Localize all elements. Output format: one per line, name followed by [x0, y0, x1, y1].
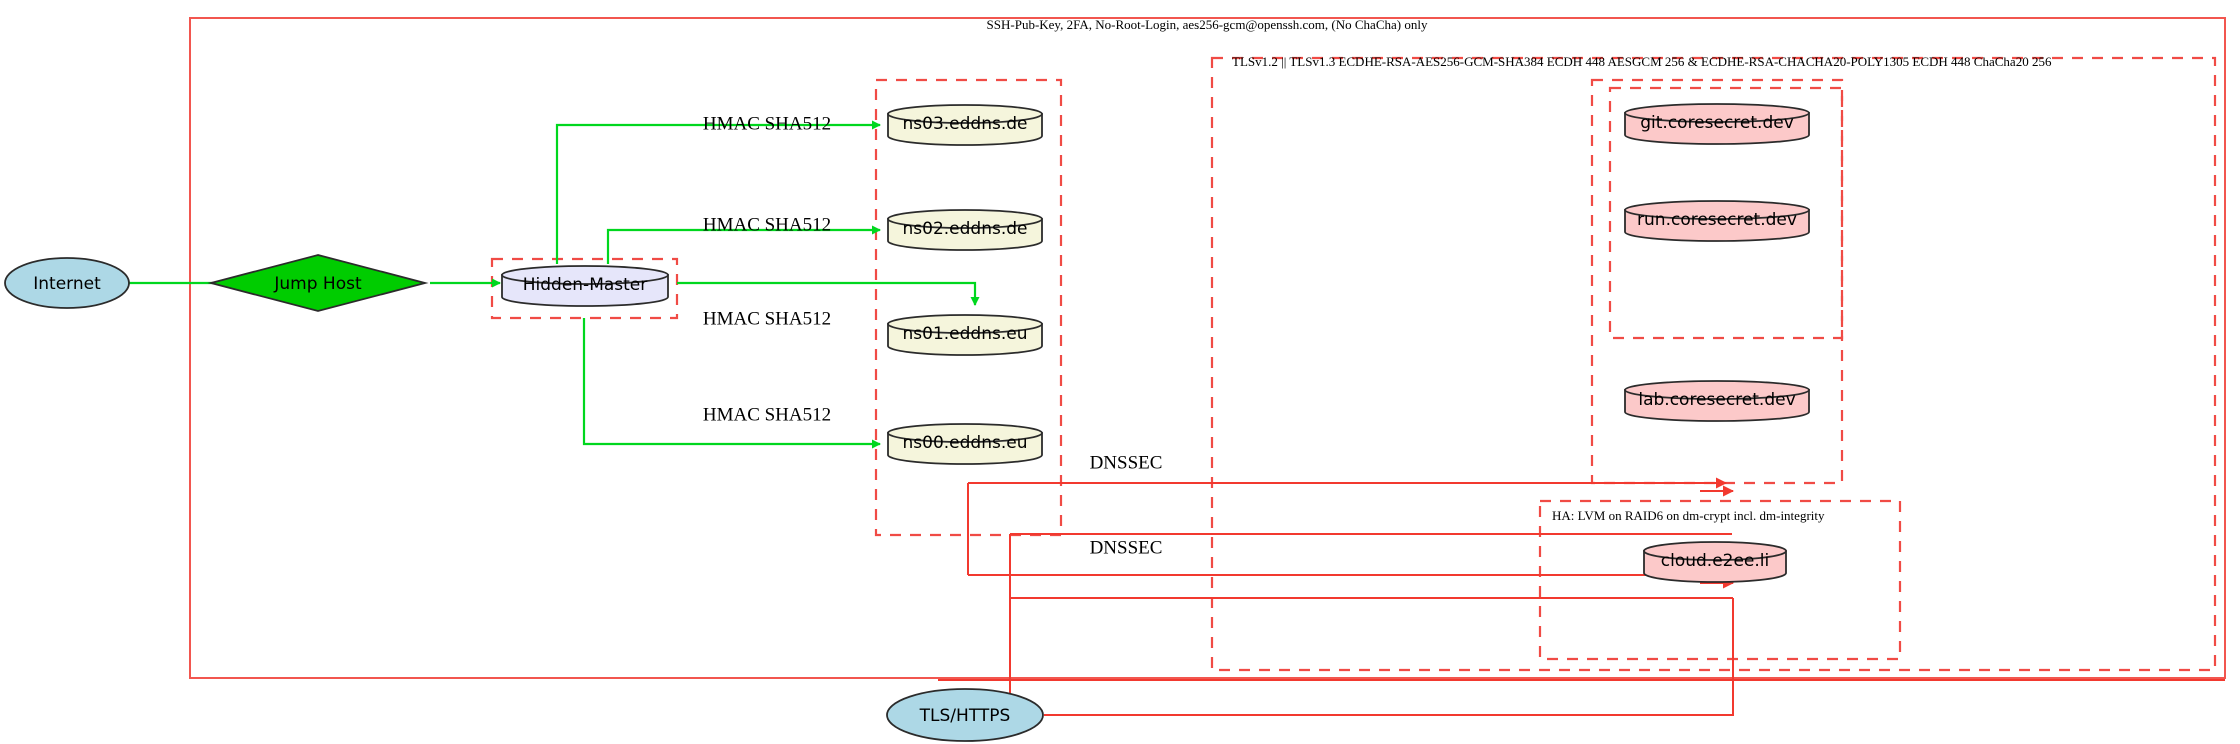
- node-hidden-master-label: Hidden-Master: [523, 275, 648, 295]
- edge-tls-node-right: [1044, 598, 1734, 716]
- cluster-coresecret: [1590, 78, 1844, 485]
- node-run-coresecret[interactable]: run.coresecret.dev: [1624, 200, 1810, 242]
- node-ns01-label: ns01.eddns.eu: [903, 324, 1028, 344]
- edge-master-ns03: [555, 120, 881, 264]
- cluster-ha-label: HA: LVM on RAID6 on dm-crypt incl. dm-in…: [1552, 508, 1825, 523]
- node-ns02[interactable]: ns02.eddns.de: [887, 209, 1043, 251]
- node-ns03-label: ns03.eddns.de: [903, 114, 1028, 134]
- node-run-label: run.coresecret.dev: [1637, 210, 1797, 230]
- edge-master-ns02: [606, 225, 881, 264]
- node-ns01[interactable]: ns01.eddns.eu: [887, 314, 1043, 356]
- node-ns03[interactable]: ns03.eddns.de: [887, 104, 1043, 146]
- edge-label-hmac-ns00: HMAC SHA512: [703, 404, 831, 425]
- edge-dnssec-upper-seg: [968, 482, 1719, 485]
- node-jump-host[interactable]: Jump Host: [207, 254, 429, 312]
- node-tls-https[interactable]: TLS/HTTPS: [886, 688, 1044, 742]
- node-jump-host-label: Jump Host: [273, 274, 362, 294]
- node-ns02-label: ns02.eddns.de: [903, 219, 1028, 239]
- node-hidden-master[interactable]: Hidden-Master: [501, 265, 669, 307]
- node-ns00-label: ns00.eddns.eu: [903, 433, 1028, 453]
- node-internet-label: Internet: [33, 274, 101, 294]
- node-cloud-label: cloud.e2ee.li: [1661, 551, 1769, 571]
- cluster-dns: [874, 78, 1063, 537]
- edge-label-hmac-ns03: HMAC SHA512: [703, 113, 831, 134]
- node-tls-https-label: TLS/HTTPS: [919, 706, 1011, 726]
- node-ns00[interactable]: ns00.eddns.eu: [887, 423, 1043, 465]
- node-git-coresecret[interactable]: git.coresecret.dev: [1624, 103, 1810, 145]
- cluster-ssh: SSH-Pub-Key, 2FA, No-Root-Login, aes256-…: [189, 17, 2226, 679]
- edge-label-hmac-ns02: HMAC SHA512: [703, 214, 831, 235]
- edge-label-dnssec-lower: DNSSEC: [1090, 537, 1163, 558]
- cluster-tls-label: TLSv1.2 || TLSv1.3 ECDHE-RSA-AES256-GCM-…: [1232, 54, 2052, 69]
- node-lab-label: lab.coresecret.dev: [1638, 390, 1795, 410]
- node-lab-coresecret[interactable]: lab.coresecret.dev: [1624, 380, 1810, 422]
- node-cloud-e2ee[interactable]: cloud.e2ee.li: [1643, 541, 1787, 583]
- node-git-label: git.coresecret.dev: [1640, 113, 1794, 133]
- edge-label-hmac-ns01: HMAC SHA512: [703, 308, 831, 329]
- cluster-ha: HA: LVM on RAID6 on dm-crypt incl. dm-in…: [1538, 499, 1902, 661]
- cluster-ssh-label: SSH-Pub-Key, 2FA, No-Root-Login, aes256-…: [987, 17, 1428, 32]
- node-internet[interactable]: Internet: [4, 257, 130, 309]
- edge-master-ns00: [582, 318, 881, 449]
- edge-master-ns01: [677, 281, 980, 306]
- cluster-tls: TLSv1.2 || TLSv1.3 ECDHE-RSA-AES256-GCM-…: [1210, 54, 2217, 672]
- edge-label-dnssec-upper: DNSSEC: [1090, 452, 1163, 473]
